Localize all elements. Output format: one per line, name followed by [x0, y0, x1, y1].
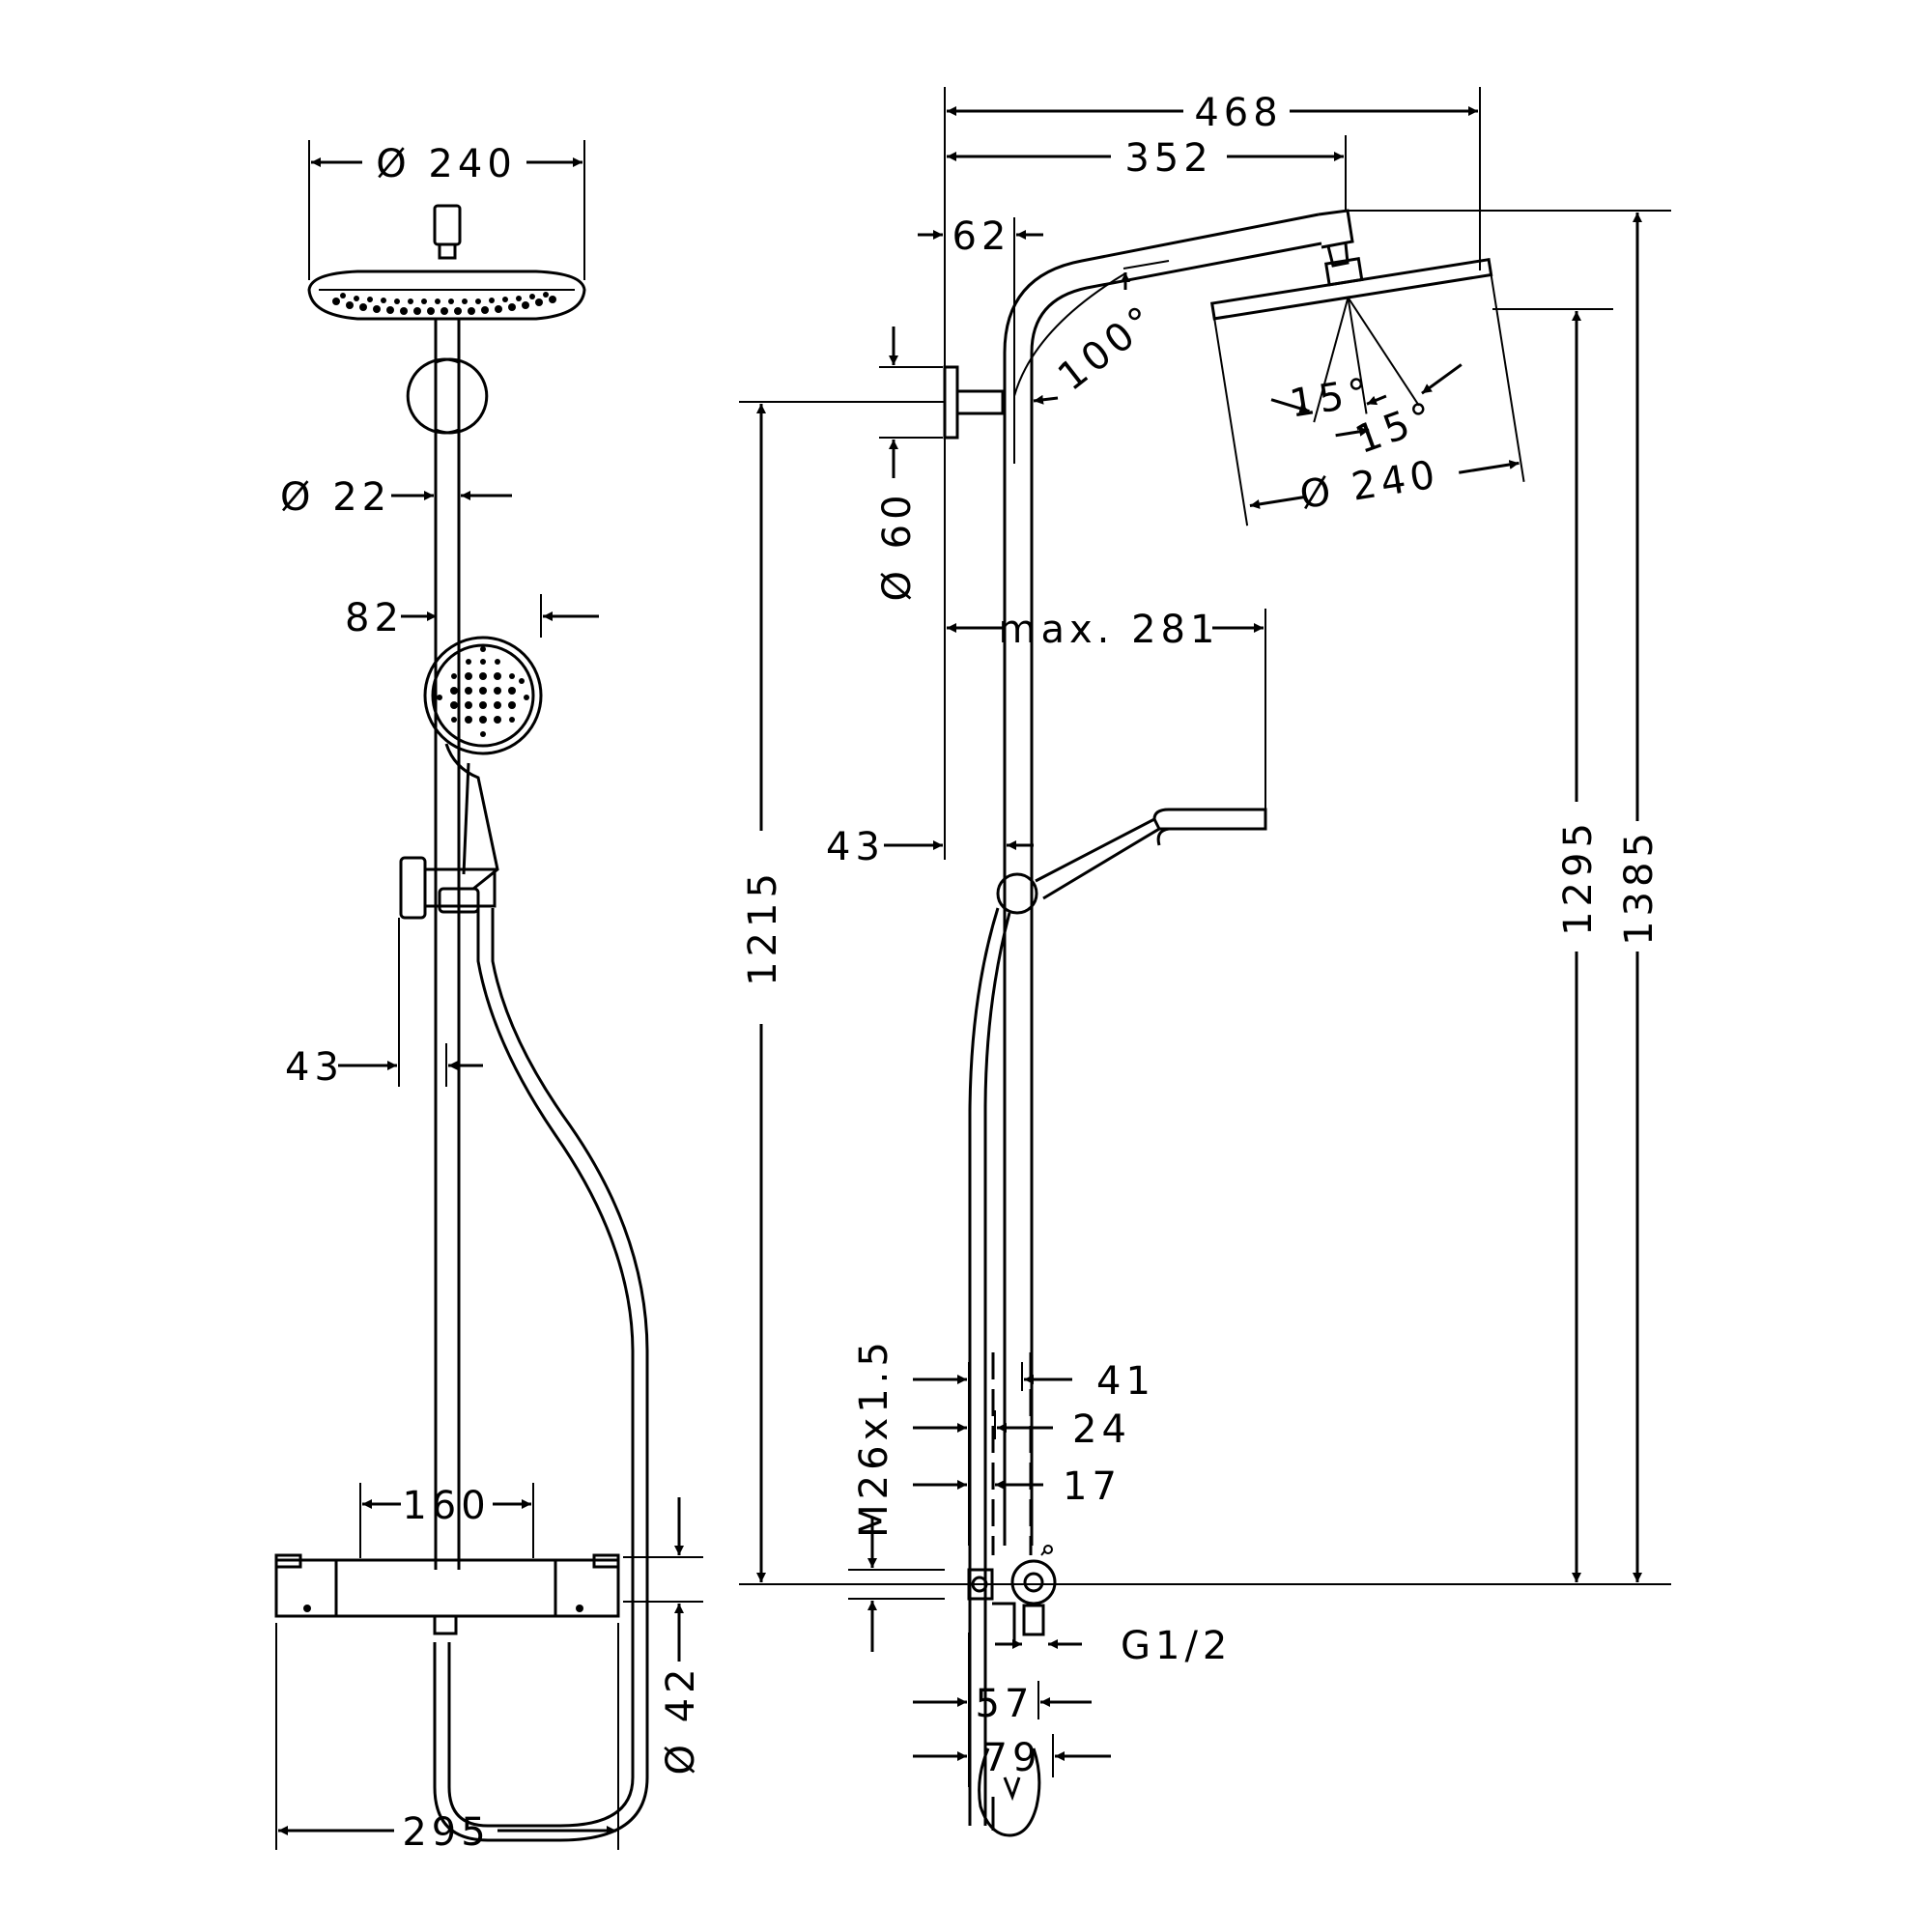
label-arm-projection: 352 [1124, 136, 1212, 181]
dim-total-depth: 468 [944, 87, 1481, 270]
dim-holder-offset-side: 43 [826, 825, 1034, 869]
dim-mixer-diameter: Ø 42 [623, 1497, 703, 1776]
riser-rod [406, 319, 489, 1570]
label-rod-diameter: Ø 22 [280, 475, 391, 520]
label-79: 79 [983, 1736, 1042, 1780]
label-total-depth: 468 [1194, 91, 1282, 135]
dim-mixer-center: 160 [359, 1483, 534, 1558]
dim-24: 24 [913, 1407, 1131, 1452]
label-holder-offset: 43 [285, 1045, 344, 1090]
dim-height-bracket: 1215 [741, 404, 785, 1582]
dim-handshower-width: 82 [345, 594, 599, 640]
label-handshower-reach: max. 281 [999, 608, 1220, 652]
thermostat-mixer [274, 1553, 620, 1635]
dim-thread: M26x1.5 [848, 1337, 945, 1652]
label-holder-offset-side: 43 [826, 825, 885, 869]
dim-arm-angle: 100° [1013, 272, 1166, 405]
label-head-diameter-side: Ø 240 [1296, 452, 1442, 518]
hand-shower [423, 636, 543, 891]
label-height-total: 1385 [1617, 828, 1662, 946]
dim-height-total: 1385 [1617, 213, 1662, 1582]
hand-shower-side [996, 808, 1267, 915]
label-arm-angle: 100° [1050, 296, 1166, 400]
label-head-diameter: Ø 240 [376, 142, 517, 186]
label-wall-offset: 62 [952, 214, 1011, 259]
label-height-bracket: 1215 [741, 868, 785, 986]
front-view: Ø 240 Ø 22 82 43 160 [274, 140, 703, 1855]
label-41: 41 [1096, 1359, 1155, 1404]
shower-hose [433, 908, 649, 1842]
label-24: 24 [1072, 1407, 1131, 1452]
dim-wall-offset: 62 [918, 214, 1043, 290]
label-57: 57 [976, 1682, 1035, 1726]
side-view: 468 352 62 100° 15° 15° Ø 240 [739, 87, 1671, 1837]
dim-height-head: 1295 [1556, 311, 1601, 1582]
label-thread: M26x1.5 [852, 1337, 896, 1538]
label-height-head: 1295 [1556, 818, 1601, 936]
label-bracket-diameter: Ø 60 [875, 490, 920, 601]
dim-17: 17 [913, 1464, 1122, 1509]
dim-holder-offset: 43 [285, 918, 483, 1090]
wall-bracket [943, 365, 1005, 440]
dim-arm-projection: 352 [947, 135, 1347, 211]
shower-hose-side [968, 907, 1011, 1831]
riser-with-arm [1003, 209, 1354, 1546]
dim-rod-diameter: Ø 22 [280, 475, 512, 520]
overhead-shower-head [307, 204, 586, 321]
overhead-shower-head-side [1209, 257, 1525, 526]
label-connection: G1/2 [1121, 1624, 1232, 1668]
dim-57: 57 [913, 1633, 1092, 1787]
dim-connection: G1/2 [995, 1624, 1232, 1668]
dim-head-diameter: Ø 240 [308, 140, 585, 280]
label-mixer-center: 160 [402, 1484, 490, 1528]
label-overall-width: 295 [402, 1810, 490, 1855]
dim-41: 41 [913, 1359, 1155, 1546]
label-17: 17 [1063, 1464, 1122, 1509]
dim-handshower-reach: max. 281 [947, 608, 1266, 810]
label-handshower-width: 82 [345, 596, 404, 640]
dim-79: 79 [913, 1734, 1111, 1780]
dim-bracket-diameter: Ø 60 [875, 327, 943, 602]
label-mixer-diameter: Ø 42 [659, 1663, 703, 1775]
dim-overall-width: 295 [275, 1623, 619, 1855]
slide-holder [399, 856, 497, 920]
